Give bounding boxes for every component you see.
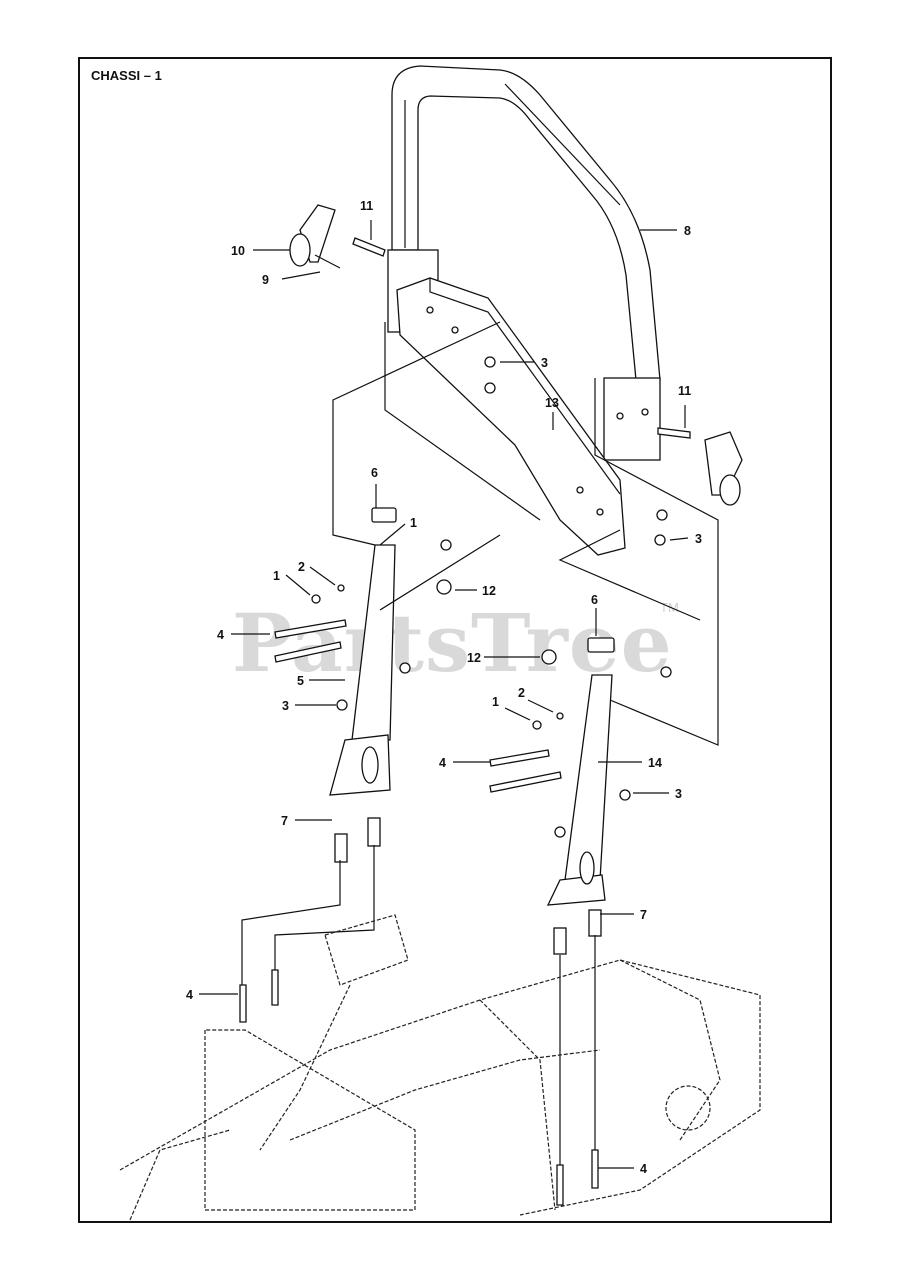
callout-3c: 3 bbox=[282, 699, 289, 713]
crossmember bbox=[396, 277, 626, 556]
callout-10: 10 bbox=[231, 244, 245, 258]
callout-3b: 3 bbox=[695, 532, 702, 546]
callout-labels: 11 10 9 8 3 13 11 6 1 3 2 1 12 4 6 12 5 … bbox=[186, 199, 702, 1176]
long-bolts bbox=[239, 619, 599, 1206]
callout-leaders bbox=[199, 220, 689, 1169]
callout-2a: 2 bbox=[298, 560, 305, 574]
chassis-frame bbox=[119, 914, 761, 1221]
callout-14: 14 bbox=[648, 756, 662, 770]
callout-3d: 3 bbox=[675, 787, 682, 801]
callout-12a: 12 bbox=[482, 584, 496, 598]
callout-9: 9 bbox=[262, 273, 269, 287]
pins-and-bolts bbox=[289, 204, 743, 506]
diagram-frame bbox=[78, 57, 832, 1223]
callout-4d: 4 bbox=[640, 1162, 647, 1176]
callout-4a: 4 bbox=[217, 628, 224, 642]
callout-3a: 3 bbox=[541, 356, 548, 370]
callout-7a: 7 bbox=[281, 814, 288, 828]
callout-6b: 6 bbox=[591, 593, 598, 607]
callout-13: 13 bbox=[545, 396, 559, 410]
left-post bbox=[329, 507, 397, 863]
right-post bbox=[546, 637, 615, 955]
diagram-title: CHASSI – 1 bbox=[91, 68, 162, 83]
callout-4c: 4 bbox=[186, 988, 193, 1002]
guide-lines bbox=[241, 321, 719, 1165]
callout-6a: 6 bbox=[371, 466, 378, 480]
callout-4b: 4 bbox=[439, 756, 446, 770]
callout-1a: 1 bbox=[410, 516, 417, 530]
callout-2b: 2 bbox=[518, 686, 525, 700]
callout-7b: 7 bbox=[640, 908, 647, 922]
roll-bar-right-foot bbox=[603, 377, 661, 461]
callout-11a: 11 bbox=[360, 199, 373, 213]
callout-12b: 12 bbox=[467, 651, 481, 665]
callout-1c: 1 bbox=[492, 695, 499, 709]
callout-11b: 11 bbox=[678, 384, 691, 398]
callout-5: 5 bbox=[297, 674, 304, 688]
callout-1b: 1 bbox=[273, 569, 280, 583]
callout-8: 8 bbox=[684, 224, 691, 238]
nuts bbox=[311, 356, 672, 838]
